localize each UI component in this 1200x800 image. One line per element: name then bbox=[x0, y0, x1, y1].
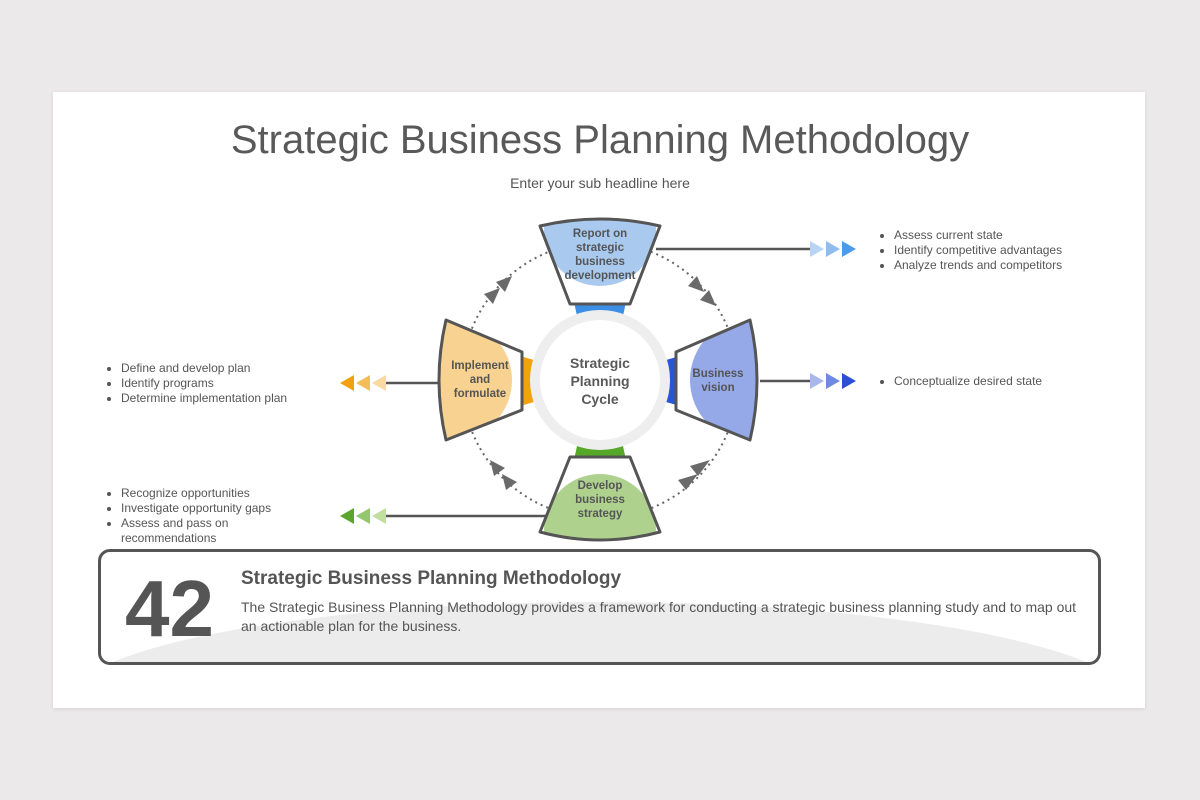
summary-heading: Strategic Business Planning Methodology bbox=[241, 568, 622, 589]
summary-box: 42 Strategic Business Planning Methodolo… bbox=[98, 549, 1101, 665]
stage-block-left bbox=[437, 318, 524, 442]
bullet-item: Identify programs bbox=[121, 376, 341, 391]
bullet-item: Assess and pass on recommendations bbox=[121, 516, 241, 546]
bullet-item: Investigate opportunity gaps bbox=[121, 501, 321, 516]
arrow-triple-left bbox=[340, 375, 386, 391]
stage-label-bottom: Develop business strategy bbox=[575, 480, 625, 520]
ring-arrows-bottom-right bbox=[678, 460, 710, 490]
bullet-item: Assess current state bbox=[894, 228, 1124, 243]
stage-block-top bbox=[538, 217, 662, 306]
bullet-item: Determine implementation plan bbox=[121, 391, 341, 406]
bullets-right: Conceptualize desired state bbox=[872, 374, 1124, 389]
arrow-triple-bottom bbox=[340, 508, 386, 524]
summary-number: 42 bbox=[125, 564, 214, 653]
bullets-bottom: Recognize opportunities Investigate oppo… bbox=[99, 486, 321, 546]
ring-arrows-top-right bbox=[688, 276, 716, 306]
center-circle bbox=[540, 320, 660, 440]
ring-arrows-top-left bbox=[484, 276, 512, 304]
arrow-triple-top bbox=[810, 241, 856, 257]
bullets-left: Define and develop plan Identify program… bbox=[99, 361, 341, 406]
bullet-item: Analyze trends and competitors bbox=[894, 258, 1124, 273]
ring-arrows-bottom-left bbox=[490, 460, 517, 490]
bullet-item: Define and develop plan bbox=[121, 361, 341, 376]
bullet-item: Recognize opportunities bbox=[121, 486, 321, 501]
bullet-item: Conceptualize desired state bbox=[894, 374, 1124, 389]
stage-label-left: Implement and formulate bbox=[451, 360, 509, 400]
stage-label-top: Report on strategic business development bbox=[564, 228, 636, 282]
page-title: Strategic Business Planning Methodology bbox=[230, 118, 970, 162]
bullets-top: Assess current state Identify competitiv… bbox=[872, 228, 1124, 273]
stage-block-right bbox=[674, 318, 759, 442]
bullet-item: Identify competitive advantages bbox=[894, 243, 1124, 258]
page-subtitle: Enter your sub headline here bbox=[510, 175, 690, 191]
center-label: Strategic Planning Cycle bbox=[570, 355, 630, 407]
stage-label-right: Business vision bbox=[692, 368, 744, 394]
stage-block-bottom bbox=[538, 455, 662, 542]
arrow-triple-right bbox=[810, 373, 856, 389]
summary-text: The Strategic Business Planning Methodol… bbox=[241, 599, 1077, 634]
